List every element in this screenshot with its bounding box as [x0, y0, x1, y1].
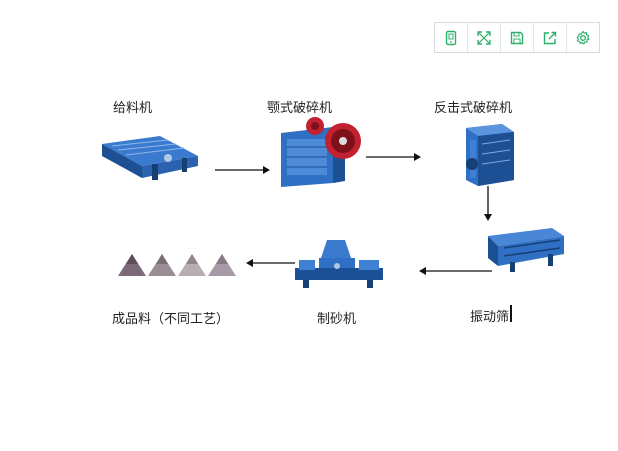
diagram-toolbar	[434, 22, 600, 53]
share-button[interactable]	[534, 23, 567, 52]
jaw-crusher-image	[281, 117, 361, 187]
jaw-crusher-label: 颚式破碎机	[267, 101, 333, 116]
tablet-view-button[interactable]	[435, 23, 468, 52]
arrow-feeder-to-jaw	[215, 166, 270, 174]
finished-product-label: 成品料（不同工艺）	[112, 312, 230, 327]
impact-crusher-label: 反击式破碎机	[434, 101, 513, 116]
finished-product-piles-image	[118, 254, 236, 276]
save-icon	[510, 31, 524, 44]
fullscreen-icon	[477, 30, 491, 45]
sand-maker-label: 制砂机	[317, 312, 357, 327]
share-icon	[543, 31, 557, 44]
arrow-impact-to-screen	[484, 186, 492, 221]
vibrating-screen-label: 振动筛	[470, 310, 510, 325]
vibrating-screen-image	[488, 228, 564, 272]
fullscreen-button[interactable]	[468, 23, 501, 52]
feeder-machine-image	[102, 136, 198, 180]
arrow-sand-maker-to-product	[246, 259, 295, 267]
sand-maker-image	[295, 240, 383, 288]
save-button[interactable]	[501, 23, 534, 52]
text-cursor	[510, 305, 512, 322]
arrow-screen-to-sand-maker	[419, 267, 492, 275]
feeder-label: 给料机	[113, 101, 153, 116]
settings-button[interactable]	[567, 23, 599, 52]
impact-crusher-image	[466, 124, 514, 186]
arrow-jaw-to-impact	[366, 153, 421, 161]
gear-icon	[576, 30, 590, 45]
tablet-icon	[445, 30, 457, 45]
